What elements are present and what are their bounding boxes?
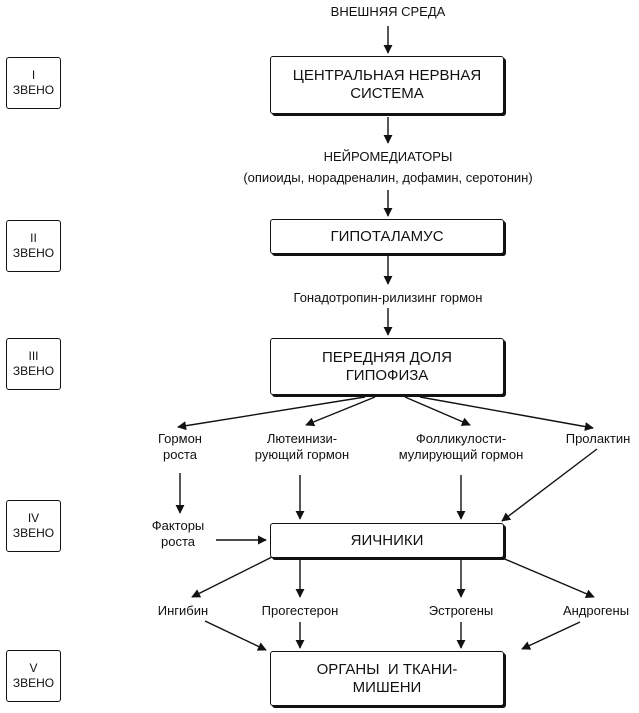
ovaries-box: ЯИЧНИКИ — [270, 523, 504, 558]
lh-label: Лютеинизи- рующий гормон — [240, 431, 364, 463]
arrow-pituitary-to-prolactin — [419, 396, 594, 432]
growth-hormone-line-2: роста — [163, 447, 197, 462]
level-box-1: I ЗВЕНО — [6, 57, 61, 109]
neurotransmitters-title: НЕЙРОМЕДИАТОРЫ — [323, 149, 453, 164]
inhibin-label: Ингибин — [157, 603, 209, 618]
gnrh-label: Гонадотропин-рилизинг гормон — [293, 290, 483, 305]
cns-line-2: СИСТЕМА — [350, 85, 424, 102]
level-number: IV — [27, 511, 40, 525]
estrogens-label: Эстрогены — [428, 603, 494, 618]
hypothalamus-label: ГИПОТАЛАМУС — [330, 227, 444, 245]
growth-factors-line-1: Факторы — [151, 518, 205, 533]
androgens-label: Андрогены — [562, 603, 630, 618]
level-label: ЗВЕНО — [12, 526, 55, 540]
arrow-inhibin-to-targets — [204, 620, 267, 651]
cns-box: ЦЕНТРАЛЬНАЯ НЕРВНАЯ СИСТЕМА — [270, 56, 504, 114]
arrow-pituitary-to-lh — [305, 396, 376, 427]
growth-hormone-label: Гормон роста — [145, 431, 215, 463]
arrow-pituitary-to-gh — [177, 396, 366, 431]
level-label: ЗВЕНО — [12, 676, 55, 690]
lh-line-2: рующий гормон — [254, 447, 350, 462]
level-label: ЗВЕНО — [12, 246, 55, 260]
pituitary-box: ПЕРЕДНЯЯ ДОЛЯ ГИПОФИЗА — [270, 338, 504, 395]
growth-factors-label: Факторы роста — [140, 518, 216, 550]
pituitary-line-1: ПЕРЕДНЯЯ ДОЛЯ — [322, 348, 452, 366]
arrow-ovaries-to-androgens — [499, 556, 595, 598]
neurotransmitters-detail: (опиоиды, норадреналин, дофамин, серотон… — [243, 170, 533, 185]
level-number: II — [30, 231, 37, 245]
arrow-pituitary-to-fsh — [404, 396, 471, 426]
arrow-prolactin-to-ovaries — [501, 448, 598, 522]
growth-hormone-line-1: Гормон — [158, 431, 202, 446]
fsh-line-2: мулирующий гормон — [398, 447, 524, 462]
pituitary-line-2: ГИПОФИЗА — [345, 366, 429, 384]
hypothalamus-box: ГИПОТАЛАМУС — [270, 219, 504, 254]
target-organs-box: ОРГАНЫ И ТКАНИ- МИШЕНИ — [270, 651, 504, 706]
level-label: ЗВЕНО — [12, 83, 55, 97]
target-organs-line-1: ОРГАНЫ И ТКАНИ- — [316, 660, 458, 678]
level-number: III — [28, 349, 39, 363]
arrow-ovaries-to-inhibin — [191, 556, 273, 598]
level-box-5: V ЗВЕНО — [6, 650, 61, 702]
arrow-androgens-to-targets — [521, 621, 581, 650]
growth-factors-line-2: роста — [161, 534, 195, 549]
progesterone-label: Прогестерон — [261, 603, 339, 618]
prolactin-label: Пролактин — [565, 431, 631, 446]
ovaries-label: ЯИЧНИКИ — [350, 531, 424, 549]
fsh-label: Фолликулости- мулирующий гормон — [398, 431, 524, 463]
fsh-line-1: Фолликулости- — [415, 431, 507, 446]
level-number: I — [31, 68, 36, 82]
level-number: V — [29, 661, 38, 675]
level-box-4: IV ЗВЕНО — [6, 500, 61, 552]
level-box-2: II ЗВЕНО — [6, 220, 61, 272]
cns-line-1: ЦЕНТРАЛЬНАЯ НЕРВНАЯ — [292, 67, 482, 84]
target-organs-line-2: МИШЕНИ — [352, 678, 422, 696]
external-environment-label: ВНЕШНЯЯ СРЕДА — [330, 4, 446, 19]
lh-line-1: Лютеинизи- — [266, 431, 338, 446]
level-label: ЗВЕНО — [12, 364, 55, 378]
level-box-3: III ЗВЕНО — [6, 338, 61, 390]
